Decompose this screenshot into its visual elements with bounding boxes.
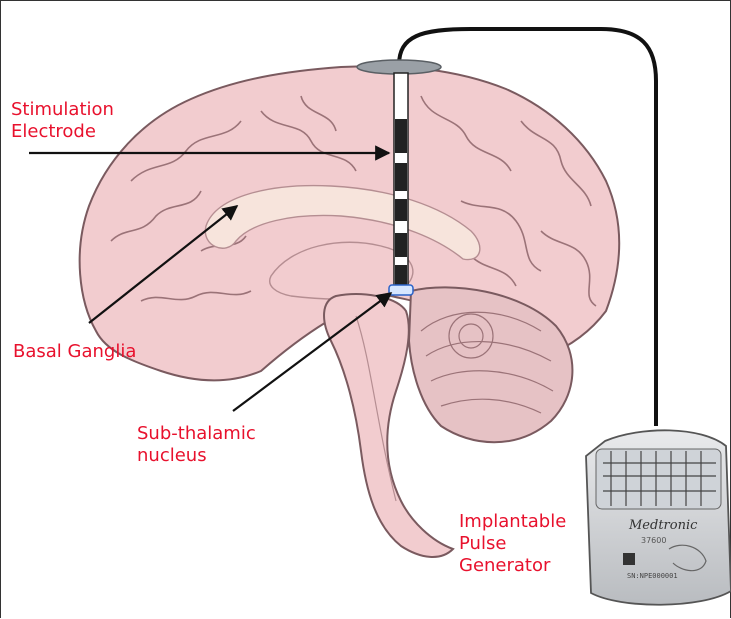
- burr-hole-cap: [356, 59, 442, 75]
- label-subthalamic-nucleus: Sub-thalamic nucleus: [137, 423, 256, 467]
- cerebellum-folia: [420, 311, 554, 414]
- corpus-callosum: [204, 184, 481, 261]
- arrow-stn: [232, 292, 393, 412]
- label-ipg-line3: Generator: [459, 555, 551, 576]
- label-stn-line2: nucleus: [137, 445, 207, 466]
- label-ipg-line2: Pulse: [459, 533, 507, 554]
- label-electrode-line1: Stimulation: [11, 99, 114, 120]
- label-ipg-line1: Implantable: [459, 511, 567, 532]
- pulse-generator: Medtronic 37600 SN:NPE000001: [585, 429, 731, 606]
- label-basal-ganglia: Basal Ganglia: [13, 341, 137, 362]
- lead-cable: [397, 27, 658, 426]
- device-barcode: [623, 553, 635, 565]
- label-electrode-line2: Electrode: [11, 121, 96, 142]
- brainstem: [323, 293, 455, 558]
- label-stimulation-electrode: Stimulation Electrode: [11, 99, 114, 143]
- label-stn-line1: Sub-thalamic: [137, 423, 256, 444]
- electrode-contacts: [395, 119, 407, 285]
- device-brand: Medtronic: [628, 518, 698, 533]
- stn-target: [388, 284, 414, 296]
- device-model: 37600: [641, 536, 666, 545]
- arrow-basal: [88, 205, 239, 324]
- device-serial: SN:NPE000001: [627, 572, 678, 580]
- gyri: [110, 95, 597, 307]
- label-implantable-pulse-generator: Implantable Pulse Generator: [459, 511, 566, 577]
